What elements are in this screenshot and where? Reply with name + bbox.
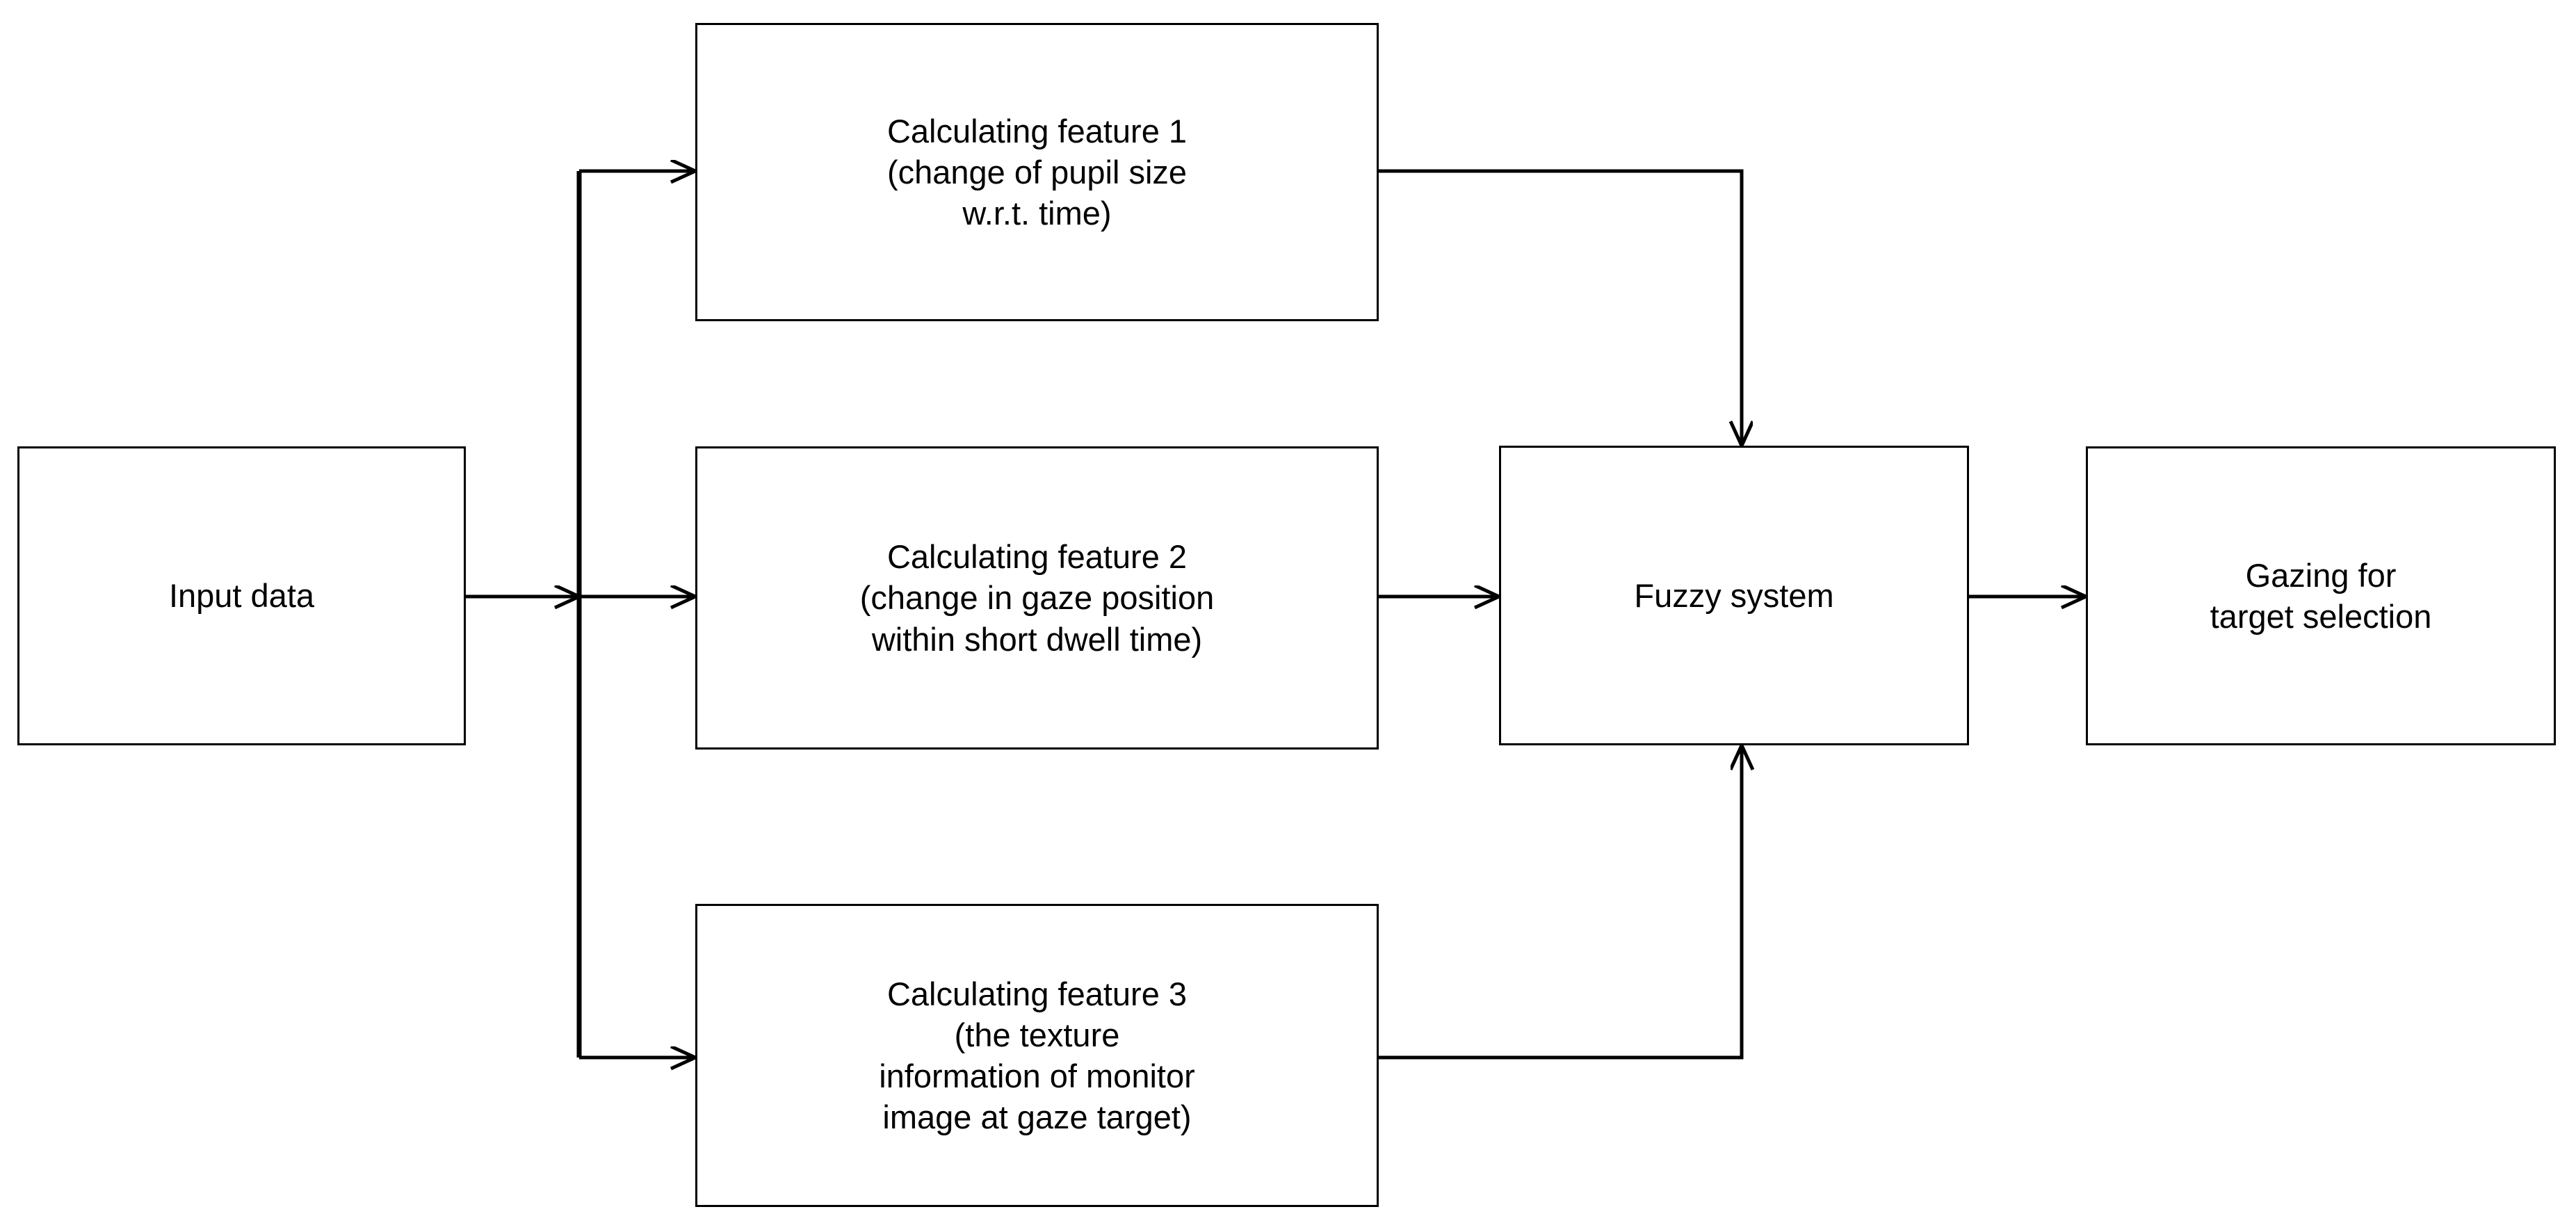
node-input-data-label: Input data: [168, 577, 315, 615]
edge-feature-3-to-fuzzy: [1379, 745, 1742, 1060]
node-fuzzy-system[interactable]: Fuzzy system: [1499, 446, 1969, 745]
node-gazing-for-target-selection[interactable]: Gazing for target selection: [2086, 446, 2556, 745]
node-input-data[interactable]: Input data: [17, 446, 466, 745]
node-calculating-feature-2[interactable]: Calculating feature 2 (change in gaze po…: [695, 446, 1379, 750]
node-calculating-feature-3-label: Calculating feature 3 (the texture infor…: [879, 975, 1195, 1136]
node-calculating-feature-3[interactable]: Calculating feature 3 (the texture infor…: [695, 904, 1379, 1207]
node-calculating-feature-2-label: Calculating feature 2 (change in gaze po…: [859, 538, 1215, 658]
node-gazing-for-target-selection-label: Gazing for target selection: [2210, 556, 2432, 635]
node-fuzzy-system-label: Fuzzy system: [1634, 576, 1834, 614]
node-calculating-feature-1-label: Calculating feature 1 (change of pupil s…: [886, 112, 1188, 232]
edge-feature-1-to-fuzzy: [1379, 169, 1742, 446]
node-calculating-feature-1[interactable]: Calculating feature 1 (change of pupil s…: [695, 23, 1379, 321]
